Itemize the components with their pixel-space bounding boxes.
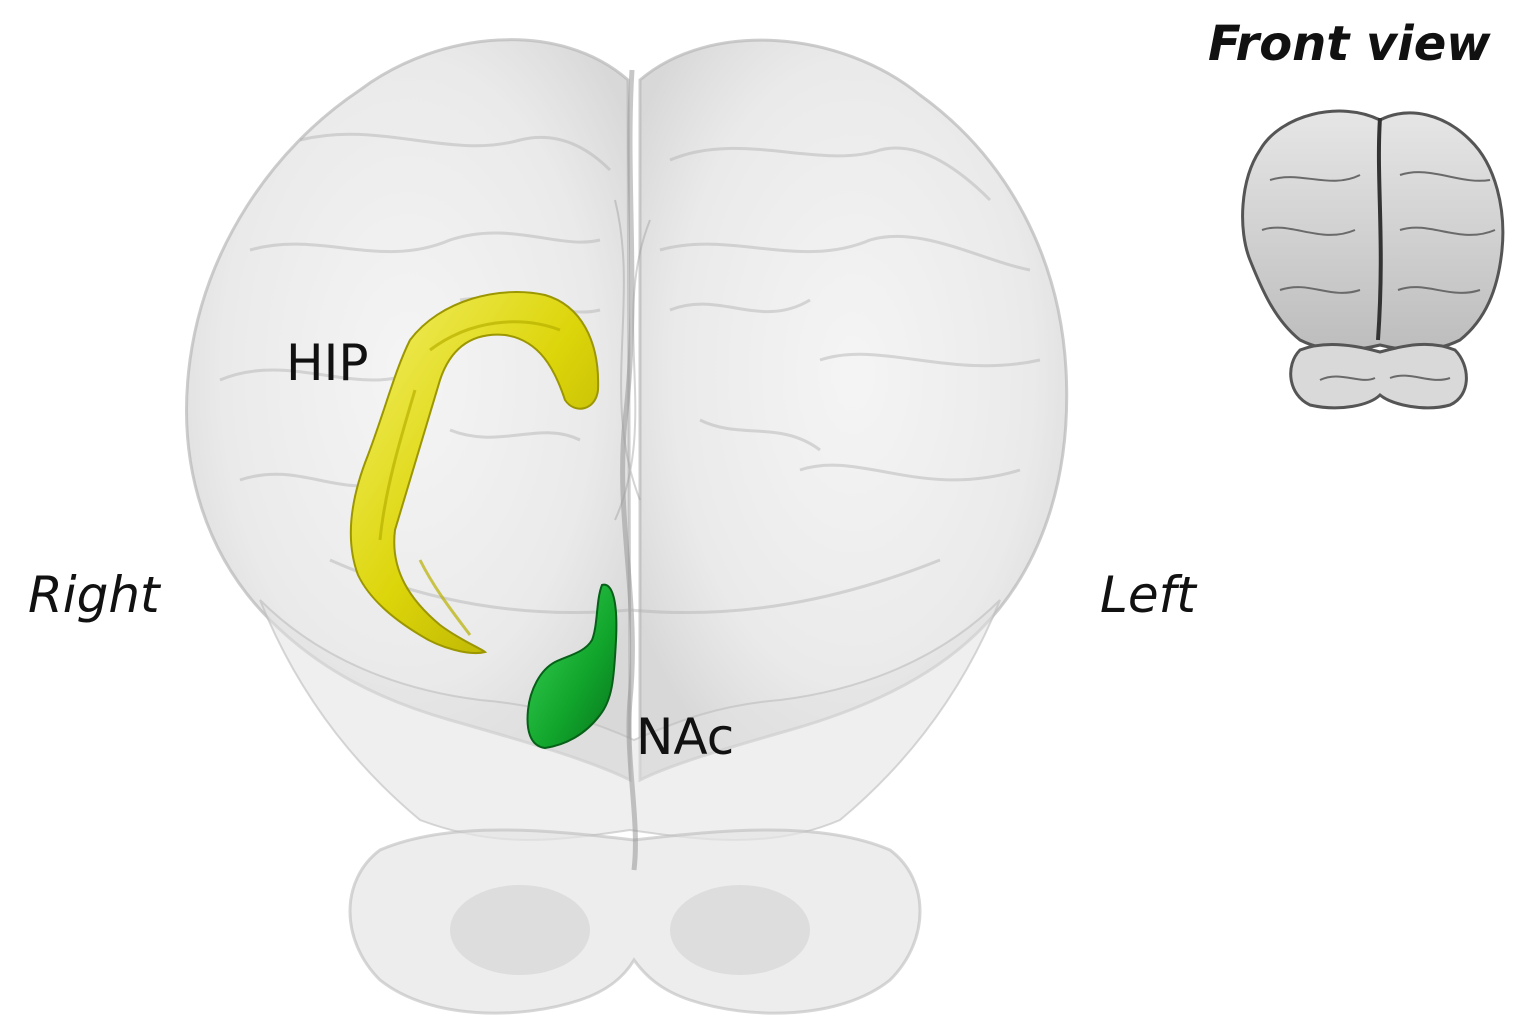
inset-brain-cortex bbox=[1243, 111, 1503, 350]
brain-outline-main bbox=[187, 40, 1067, 1013]
cerebellum-lobe-right bbox=[450, 885, 590, 975]
nac-label: NAc bbox=[636, 712, 734, 762]
view-label: Front view bbox=[1208, 20, 1491, 68]
inset-brain-fissure bbox=[1378, 118, 1381, 340]
inset-brain bbox=[1243, 111, 1503, 408]
hip-label: HIP bbox=[286, 338, 369, 388]
cerebellum-lobe-left bbox=[670, 885, 810, 975]
inset-brain-cerebellum bbox=[1291, 344, 1467, 407]
right-side-label: Right bbox=[28, 570, 160, 620]
left-side-label: Left bbox=[1100, 570, 1196, 620]
